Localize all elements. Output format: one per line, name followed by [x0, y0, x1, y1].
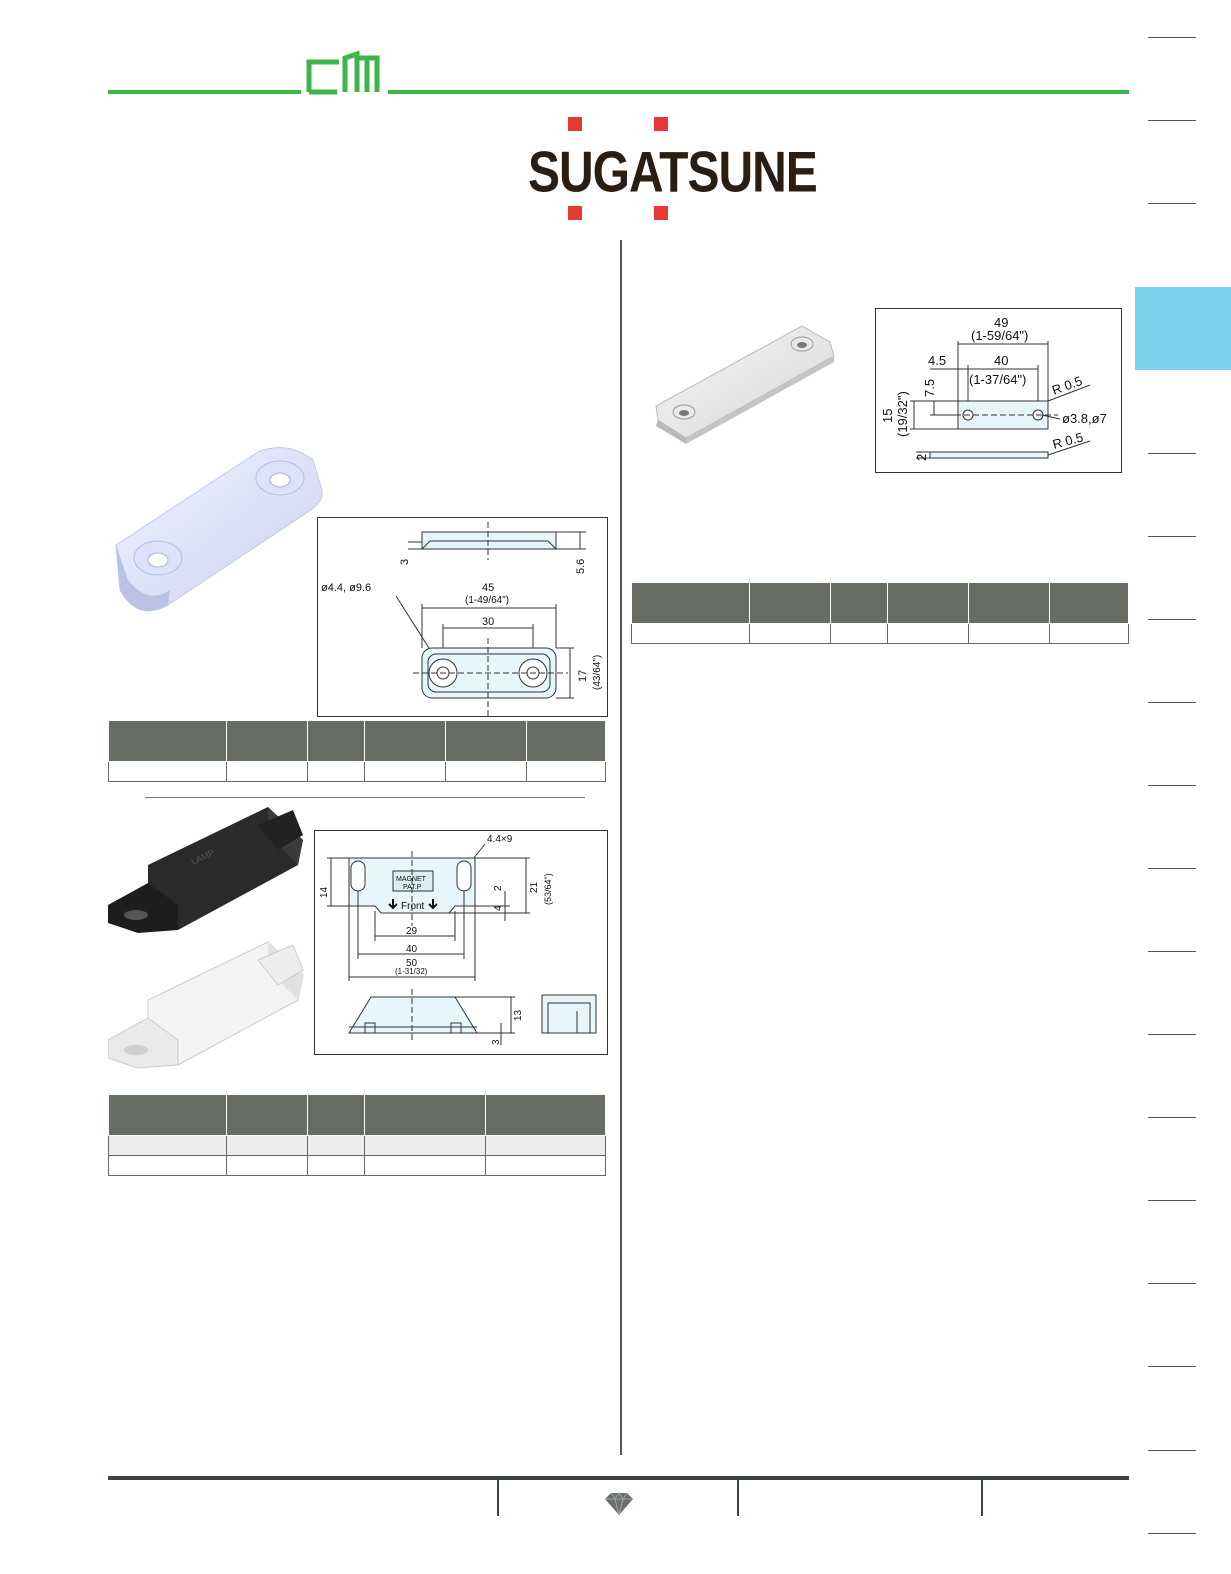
dim-hole-pitch-inch: (1-37/64") [969, 372, 1026, 387]
footer-rule [108, 1476, 1129, 1480]
dim-50-inch: (1-31/32) [395, 967, 428, 976]
dim-hole-callout: ø4.4, ø9.6 [321, 582, 371, 594]
table-header-cell [1049, 582, 1129, 624]
brand-square-bottom-left [568, 206, 582, 220]
dim-length: 45 [482, 582, 494, 594]
brand-logo: SUGATSUNE [528, 141, 818, 205]
table-header-cell [968, 582, 1050, 624]
header-rule-right [388, 90, 1129, 94]
margin-tick [1148, 536, 1196, 537]
dim-slot: 4.4×9 [487, 834, 513, 845]
table-header-cell [445, 720, 527, 762]
dim-height-left: 14 [319, 886, 330, 898]
dim-length: 49 [994, 315, 1008, 330]
footer-divider [981, 1480, 983, 1516]
margin-tick [1148, 453, 1196, 454]
margin-tick [1148, 1533, 1196, 1534]
margin-tick [1148, 702, 1196, 703]
cm-logo-icon [306, 50, 380, 95]
margin-tick [1148, 120, 1196, 121]
margin-tick [1148, 1283, 1196, 1284]
table-header-cell [226, 1094, 308, 1136]
brand-square-bottom-right [654, 206, 668, 220]
header-rule-left [108, 90, 301, 94]
steel-strike-plate-photo [655, 325, 835, 444]
table-header-cell [631, 582, 750, 624]
margin-tick [1148, 37, 1196, 38]
dim-height-right-inch: (53/64") [543, 873, 553, 905]
table-row [631, 623, 1129, 644]
black-catch-photo: LAMP [108, 807, 303, 933]
table-row [108, 1155, 606, 1176]
dim-length-inch: (1-49/64") [465, 595, 509, 606]
catch-drawing: 4.4×9 MAGNET PAT.P Front 14 2 4 21 (53/6… [314, 830, 608, 1055]
table-header-cell [307, 720, 365, 762]
margin-tick [1148, 1200, 1196, 1201]
catch-table [108, 1094, 606, 1176]
steel-strike-plate-drawing: 49 (1-59/64") 4.5 40 (1-37/64") R 0.5 7.… [875, 308, 1122, 473]
dim-step-2: 2 [493, 885, 504, 891]
front-label: Front [401, 901, 425, 912]
table-header-cell [749, 582, 831, 624]
brand-square-top-left [568, 117, 582, 131]
dim-height: 15 [880, 409, 895, 423]
section-tab[interactable] [1135, 287, 1231, 370]
margin-tick [1148, 951, 1196, 952]
white-strike-plate-table [108, 720, 606, 782]
dim-height-right: 21 [529, 881, 540, 893]
section-separator [145, 797, 585, 798]
margin-tick [1148, 868, 1196, 869]
dim-height-13: 13 [513, 1009, 524, 1021]
margin-tick [1148, 1117, 1196, 1118]
dim-height-side: 5.6 [575, 559, 587, 574]
dim-hole-callout: ø3.8,ø7 [1062, 411, 1107, 426]
brand-square-top-right [654, 117, 668, 131]
table-header-cell [108, 720, 227, 762]
table-header-cell [307, 1094, 365, 1136]
table-header-cell [364, 1094, 486, 1136]
table-header-cell [226, 720, 308, 762]
dim-40: 40 [406, 944, 418, 955]
dim-base-3: 3 [491, 1039, 502, 1045]
white-catch-photo [108, 941, 304, 1069]
dim-width-inch: (43/64") [592, 655, 603, 690]
dim-thickness-side: 3 [399, 559, 411, 565]
dim-length-inch: (1-59/64") [971, 328, 1028, 343]
dim-step-4: 4 [493, 905, 504, 911]
table-row [108, 1135, 606, 1156]
margin-tick [1148, 1366, 1196, 1367]
dim-half-height: 7.5 [922, 379, 937, 397]
dim-thickness: 2 [914, 454, 929, 461]
diamond-icon [605, 1492, 633, 1516]
table-header-cell [526, 720, 606, 762]
margin-tick [1148, 1450, 1196, 1451]
dim-hole-pitch: 30 [482, 616, 494, 628]
margin-tick [1148, 1034, 1196, 1035]
footer-divider [497, 1480, 499, 1516]
table-header-cell [485, 1094, 606, 1136]
steel-strike-plate-table [631, 582, 1129, 644]
margin-tick [1148, 619, 1196, 620]
margin-tick [1148, 785, 1196, 786]
table-row [108, 761, 606, 782]
table-header-cell [830, 582, 888, 624]
dim-hole-pitch: 40 [994, 353, 1008, 368]
margin-tick [1148, 203, 1196, 204]
mark-text-magnet: MAGNET [396, 876, 427, 883]
dim-offset: 4.5 [928, 353, 946, 368]
footer-divider [737, 1480, 739, 1516]
table-header-cell [108, 1094, 227, 1136]
white-strike-plate-drawing: 3 5.6 ø4.4, ø9.6 45 (1-49/64") 30 17 (43… [317, 517, 608, 717]
table-header-cell [364, 720, 446, 762]
dim-width: 17 [577, 670, 589, 682]
dim-29: 29 [406, 926, 418, 937]
white-strike-plate-photo [115, 447, 323, 612]
table-header-cell [887, 582, 969, 624]
dim-50: 50 [406, 958, 418, 969]
column-divider [620, 240, 622, 1455]
dim-height-inch: (19/32") [895, 391, 910, 437]
